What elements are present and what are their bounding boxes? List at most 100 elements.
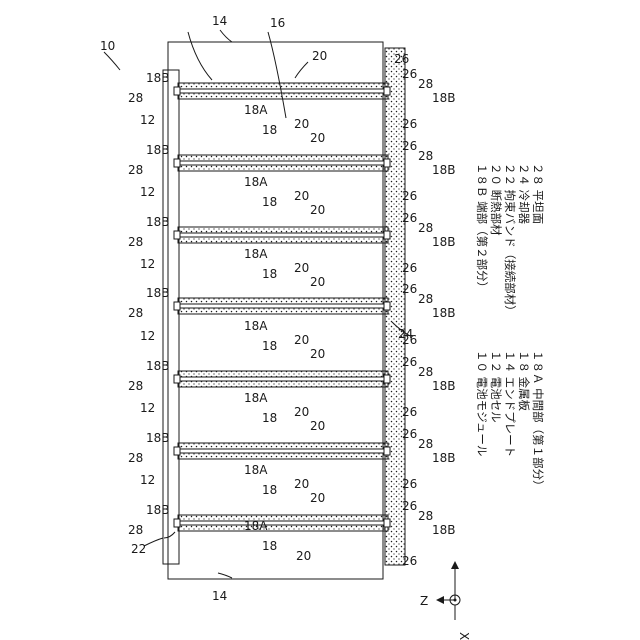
ref-26: 26 — [402, 333, 417, 347]
ref-insulation: 20 — [310, 203, 325, 217]
ref-flat-surface-right: 28 — [418, 365, 433, 379]
ref-26: 26 — [402, 477, 417, 491]
ref-flat-surface-right: 28 — [418, 221, 433, 235]
ref-metal-plate: 18 — [262, 267, 277, 281]
ref-end-portion-right: 18B — [432, 235, 456, 249]
ref-flat-surface-left: 28 — [128, 306, 143, 320]
plate-end-flat-surface — [174, 447, 180, 455]
insulation-member — [178, 227, 388, 233]
legend-entry: ２４ 冷却器 — [517, 163, 531, 225]
plate-end-flat-surface — [174, 375, 180, 383]
plate-end-flat-surface — [174, 159, 180, 167]
ref-flat-surface-left: 28 — [128, 235, 143, 249]
ref-flat-surface-left: 28 — [128, 379, 143, 393]
ref-middle-portion: 18A — [244, 319, 268, 333]
axis-indicator: Z X — [420, 561, 471, 640]
metal-plate — [178, 449, 388, 453]
ref-battery-cell: 12 — [140, 113, 155, 127]
ref-battery-cell: 12 — [140, 329, 155, 343]
ref-end-portion-left: 18B — [146, 431, 170, 445]
ref-26: 26 — [402, 261, 417, 275]
ref-insulation: 20 — [296, 549, 311, 563]
insulation-member — [178, 371, 388, 377]
ref-flat-surface-left: 28 — [128, 91, 143, 105]
ref-insulation: 20 — [294, 261, 309, 275]
metal-plate — [178, 377, 388, 381]
ref-26: 26 — [402, 427, 417, 441]
metal-plate — [178, 304, 388, 308]
ref-end-plate-top: 14 — [212, 14, 227, 28]
plate-end-flat-surface — [384, 519, 390, 527]
ref-flat-surface-left: 28 — [128, 163, 143, 177]
legend-entry: １８ 金属板 — [517, 350, 531, 412]
plate-end-flat-surface — [384, 159, 390, 167]
ref-metal-plate: 18 — [262, 195, 277, 209]
plate-end-flat-surface — [384, 375, 390, 383]
ref-26: 26 — [402, 405, 417, 419]
ref-middle-portion: 18A — [244, 103, 268, 117]
layer-stack — [174, 83, 390, 531]
ref-battery-cell: 12 — [140, 185, 155, 199]
ref-end-portion-left: 18B — [146, 143, 170, 157]
ref-middle-portion: 18A — [244, 391, 268, 405]
plate-end-flat-surface — [174, 302, 180, 310]
ref-binding-band: 22 — [131, 542, 146, 556]
plate-end-flat-surface — [174, 87, 180, 95]
plate-end-flat-surface — [384, 302, 390, 310]
ref-flat-surface-right: 28 — [418, 437, 433, 451]
legend-entry: ２０ 断熱部材 — [489, 163, 503, 236]
insulation-member — [178, 308, 388, 314]
ref-battery-cell: 12 — [140, 257, 155, 271]
ref-insulation: 20 — [310, 491, 325, 505]
insulation-member — [178, 453, 388, 459]
legend: １０ 電池モジュール１２ 電池セル１４ エンドプレート１８ 金属板１８Ａ 中間部… — [475, 163, 545, 492]
insulation-member — [178, 525, 388, 531]
insulation-member — [178, 83, 388, 89]
ref-insulation: 20 — [310, 419, 325, 433]
ref-end-portion-right: 18B — [432, 379, 456, 393]
ref-end-portion-right: 18B — [432, 163, 456, 177]
ref-26: 26 — [402, 67, 417, 81]
insulation-member — [178, 298, 388, 304]
insulation-member — [178, 93, 388, 99]
ref-middle-portion: 18A — [244, 247, 268, 261]
metal-plate — [178, 89, 388, 93]
ref-middle-portion: 18A — [244, 175, 268, 189]
ref-end-portion-left: 18B — [146, 215, 170, 229]
ref-26: 26 — [402, 139, 417, 153]
legend-entry: １８Ａ 中間部（第１部分） — [531, 350, 545, 492]
legend-entry: １０ 電池モジュール — [475, 350, 489, 456]
ref-metal-plate: 18 — [262, 339, 277, 353]
legend-entry: ２８ 平坦面 — [531, 163, 545, 224]
insulation-member — [178, 443, 388, 449]
ref-insulation: 20 — [310, 347, 325, 361]
ref-end-portion-left: 18B — [146, 503, 170, 517]
ref-insulation: 20 — [310, 131, 325, 145]
ref-insulation: 20 — [294, 189, 309, 203]
ref-metal-plate: 18 — [262, 483, 277, 497]
ref-metal-plate: 18 — [262, 123, 277, 137]
ref-end-portion-right: 18B — [432, 523, 456, 537]
ref-flat-surface-left: 28 — [128, 451, 143, 465]
ref-26-top: 26 — [394, 52, 409, 66]
plate-end-flat-surface — [384, 231, 390, 239]
ref-26: 26 — [402, 282, 417, 296]
ref-module: 10 — [100, 39, 115, 53]
plate-end-flat-surface — [174, 519, 180, 527]
legend-entry: ２２ 拘束バンド（接続部材） — [503, 163, 517, 317]
ref-flat-surface-right: 28 — [418, 77, 433, 91]
insulation-member — [178, 165, 388, 171]
plate-end-flat-surface — [384, 447, 390, 455]
ref-insulation: 20 — [294, 477, 309, 491]
legend-entry: １４ エンドプレート — [503, 350, 517, 457]
ref-26: 26 — [402, 499, 417, 513]
ref-26: 26 — [402, 211, 417, 225]
ref-flat-surface-right: 28 — [418, 509, 433, 523]
ref-end-plate-bottom: 14 — [212, 589, 227, 603]
ref-battery-cell: 12 — [140, 473, 155, 487]
ref-end-portion-left: 18B — [146, 71, 170, 85]
insulation-member — [178, 381, 388, 387]
insulation-member — [178, 237, 388, 243]
ref-flat-surface-right: 28 — [418, 292, 433, 306]
ref-end-portion-right: 18B — [432, 306, 456, 320]
